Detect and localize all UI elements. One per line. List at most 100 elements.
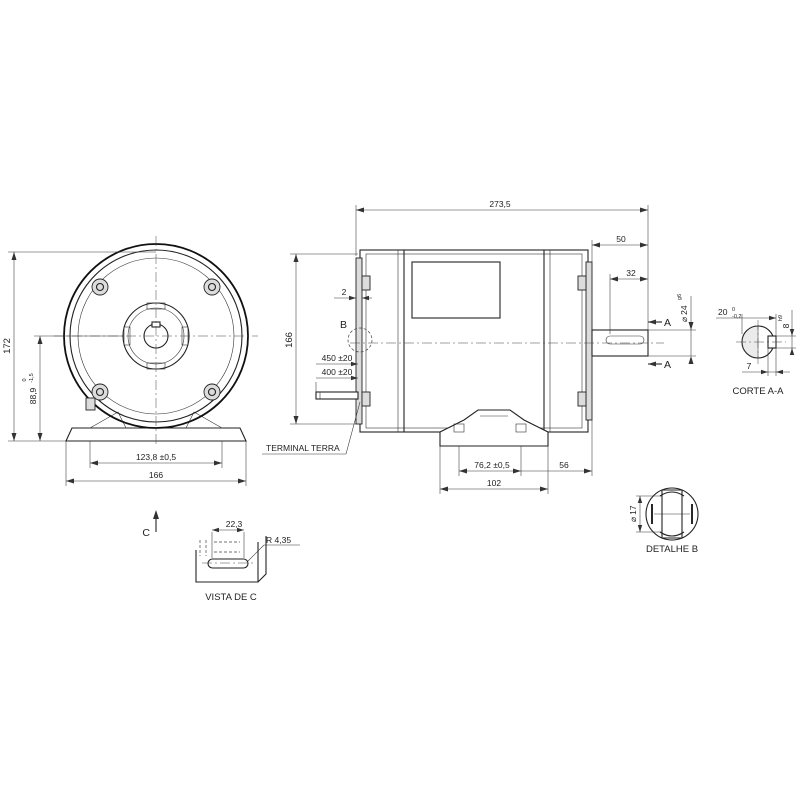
dim-shaft-dia-tol: g6 (677, 294, 683, 300)
front-foot-left (88, 411, 127, 429)
bolt-hole (207, 387, 217, 397)
arrowhead (513, 468, 521, 474)
side-foot (439, 409, 549, 447)
dim-section-width-tol-upper: 0 (732, 307, 735, 313)
dim-front-shaft-tol-upper: 0 (22, 378, 28, 381)
dim-shaft-length: 50 (616, 234, 626, 244)
arrowhead (640, 242, 648, 248)
arrowhead (592, 242, 600, 248)
arrowhead (640, 276, 648, 282)
bolt-boss (91, 383, 109, 401)
arrowhead (789, 329, 795, 336)
radius-leader (247, 544, 265, 562)
arrowhead (237, 527, 244, 533)
dim-radius-inner: 400 ±20 (322, 367, 353, 377)
dim-foot-holes: 76,2 ±0,5 (474, 460, 510, 470)
detail-arc-top (659, 491, 685, 497)
detail-b: ⌀17 DETALHE B (628, 487, 699, 555)
arrowhead (11, 433, 17, 441)
detail-letter: B (340, 319, 347, 331)
view-arrow-c: C (142, 510, 159, 539)
bolt-boss (203, 278, 221, 296)
arrowhead (440, 486, 448, 492)
dim-detail-dia-symbol: ⌀ (628, 516, 638, 522)
terminal-leader (345, 401, 361, 455)
front-terminal-nub (85, 397, 96, 411)
section-a-a: 20 0 -0,2 8 h9 7 CORTE A-A (716, 307, 796, 397)
dim-section-key: 8 (781, 323, 791, 328)
detail-b-circle (347, 327, 373, 353)
arrowhead (688, 356, 694, 364)
arrowhead (637, 525, 643, 532)
arrowhead (238, 478, 246, 484)
dim-foot-to-shaft: 56 (559, 460, 569, 470)
bolt-hole (95, 282, 105, 292)
front-view (54, 236, 258, 446)
bolt-hole (95, 387, 105, 397)
dim-front-base-width: 166 (149, 470, 163, 480)
view-c-hidden-lines (199, 540, 240, 556)
dim-slot-length: 22,3 (226, 519, 243, 529)
arrowhead (293, 416, 299, 424)
arrowhead (349, 295, 356, 301)
dim-section-width-tol-lower: -0,2 (732, 314, 741, 320)
dim-front-base-holes: 123,8 ±0,5 (136, 452, 176, 462)
arrowhead (584, 468, 592, 474)
front-view-dimensions: 172 88,9 0 -1,5 123,8 ±0,5 166 (2, 251, 247, 486)
arrowhead (362, 295, 369, 301)
dim-radius-outer: 450 ±20 (322, 353, 353, 363)
bolt-hole (207, 282, 217, 292)
dim-section-depth: 7 (747, 361, 752, 371)
dim-shaft-dia: 24 (679, 305, 689, 315)
arrowhead (214, 460, 222, 466)
arrowhead (640, 207, 648, 213)
arrowhead (789, 348, 795, 355)
bolt-boss (91, 278, 109, 296)
arrowhead (153, 510, 159, 519)
dim-slot-radius: R 4,35 (266, 535, 291, 545)
arrowhead (66, 478, 74, 484)
side-view: B A A (315, 249, 671, 447)
section-letter-bottom: A (664, 359, 671, 371)
detail-title: DETALHE B (646, 544, 698, 555)
foot-hole (453, 423, 465, 433)
dim-overall-length: 273,5 (489, 199, 511, 209)
bolt-boss (203, 383, 221, 401)
arrowhead (293, 254, 299, 262)
arrowhead (769, 315, 776, 321)
side-shaft-key (605, 335, 645, 345)
dim-shaft-dia-group: ⌀24 (679, 305, 689, 322)
arrowhead (37, 336, 43, 344)
arrowhead (90, 460, 98, 466)
dim-flange-gap: 2 (342, 287, 347, 297)
section-letter-top: A (664, 317, 671, 329)
terminal-label: TERMINAL TERRA (266, 443, 340, 453)
arrowhead (761, 369, 768, 375)
arrowhead (688, 322, 694, 330)
view-title: VISTA DE C (205, 592, 257, 603)
side-bolt (577, 275, 587, 291)
dim-front-shaft-tol-lower: -1,5 (29, 373, 35, 382)
arrowhead (540, 486, 548, 492)
dim-section-width: 20 (718, 307, 728, 317)
dim-front-height: 172 (2, 338, 13, 354)
dim-detail-dia-group: ⌀17 (628, 505, 638, 522)
dim-key-length: 32 (626, 268, 636, 278)
view-c-slot (207, 558, 249, 569)
dim-foot-length: 102 (487, 478, 501, 488)
arrowhead (351, 361, 358, 367)
arrowhead (459, 468, 467, 474)
side-bolt (577, 391, 587, 407)
foot-hole (515, 423, 527, 433)
rear-endcap (355, 257, 363, 425)
dim-front-shaft-height: 88,9 (28, 387, 38, 404)
view-c-detail: 22,3 R 4,35 VISTA DE C (195, 519, 300, 603)
dim-section-key-tol: h9 (778, 315, 784, 321)
arrowhead (37, 433, 43, 441)
side-bolt (361, 275, 371, 291)
dim-shaft-dia-symbol: ⌀ (679, 316, 689, 322)
detail-outer-circle (645, 487, 699, 541)
arrowhead (648, 319, 656, 325)
arrowhead (11, 252, 17, 260)
